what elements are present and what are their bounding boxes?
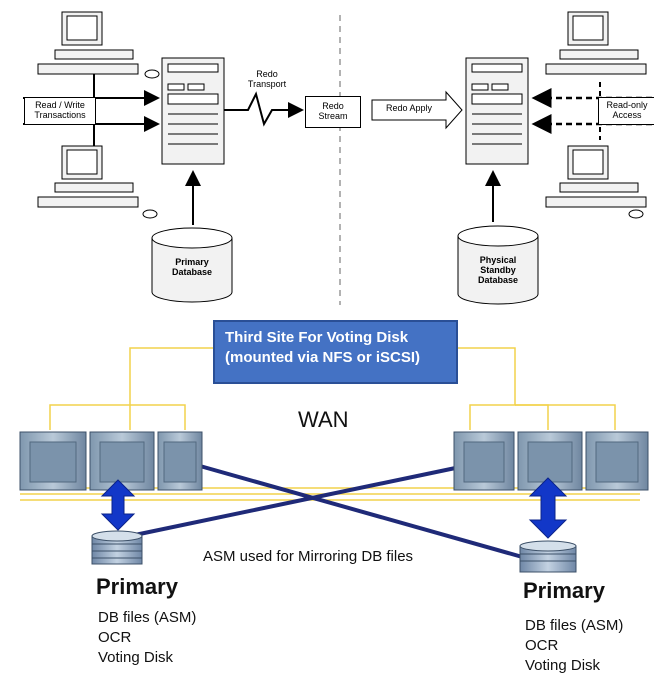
server-node-icon bbox=[157, 431, 203, 491]
wan-label: WAN bbox=[298, 407, 349, 432]
left-storage-link-arrow bbox=[100, 479, 136, 531]
cross-link bbox=[129, 464, 466, 538]
asm-mirroring-label: ASM used for Mirroring DB files bbox=[203, 548, 414, 565]
left-site-item: DB files (ASM) bbox=[98, 609, 197, 626]
server-node-icon bbox=[453, 431, 515, 491]
primary-server-icon bbox=[161, 57, 225, 165]
primary-database-icon bbox=[151, 227, 233, 303]
client-computer-icon bbox=[545, 11, 647, 75]
client-computer-icon bbox=[545, 145, 647, 219]
read-write-transactions-label: Read / Write Transactions bbox=[24, 97, 96, 125]
client-computer-icon bbox=[37, 11, 160, 79]
right-site-item: DB files (ASM) bbox=[525, 617, 624, 634]
right-storage-disk-icon bbox=[519, 540, 577, 573]
cross-link bbox=[199, 464, 541, 564]
server-node-icon bbox=[89, 431, 155, 491]
standby-server-icon bbox=[465, 57, 529, 165]
standby-database-label: Physical Standby Database bbox=[477, 255, 519, 285]
right-site-list: DB files (ASM) OCR Voting Disk bbox=[525, 616, 623, 676]
server-node-icon bbox=[19, 431, 87, 491]
right-site-item: OCR bbox=[525, 637, 559, 654]
redo-transport-label: Redo Transport bbox=[247, 69, 287, 89]
left-site-item: OCR bbox=[98, 629, 132, 646]
redo-apply-arrow bbox=[371, 90, 463, 130]
left-site-list: DB files (ASM) OCR Voting Disk bbox=[98, 608, 196, 668]
redo-transport-link bbox=[224, 91, 304, 127]
right-site-title: Primary bbox=[523, 578, 605, 603]
left-site-item: Voting Disk bbox=[98, 649, 174, 666]
right-site-item: Voting Disk bbox=[525, 657, 601, 674]
redo-stream-box: Redo Stream bbox=[305, 96, 361, 128]
primary-database-label: Primary Database bbox=[171, 257, 213, 277]
standby-database-icon bbox=[457, 225, 539, 305]
right-storage-link-arrow bbox=[528, 477, 568, 539]
left-storage-disk-icon bbox=[91, 530, 143, 565]
third-site-voting-disk-box: Third Site For Voting Disk (mounted via … bbox=[213, 320, 458, 384]
server-node-icon bbox=[585, 431, 649, 491]
client-computer-icon bbox=[37, 145, 158, 219]
left-site-title: Primary bbox=[96, 574, 178, 599]
redo-apply-label: Redo Apply bbox=[385, 103, 433, 113]
read-only-access-label: Read-only Access bbox=[598, 97, 654, 125]
